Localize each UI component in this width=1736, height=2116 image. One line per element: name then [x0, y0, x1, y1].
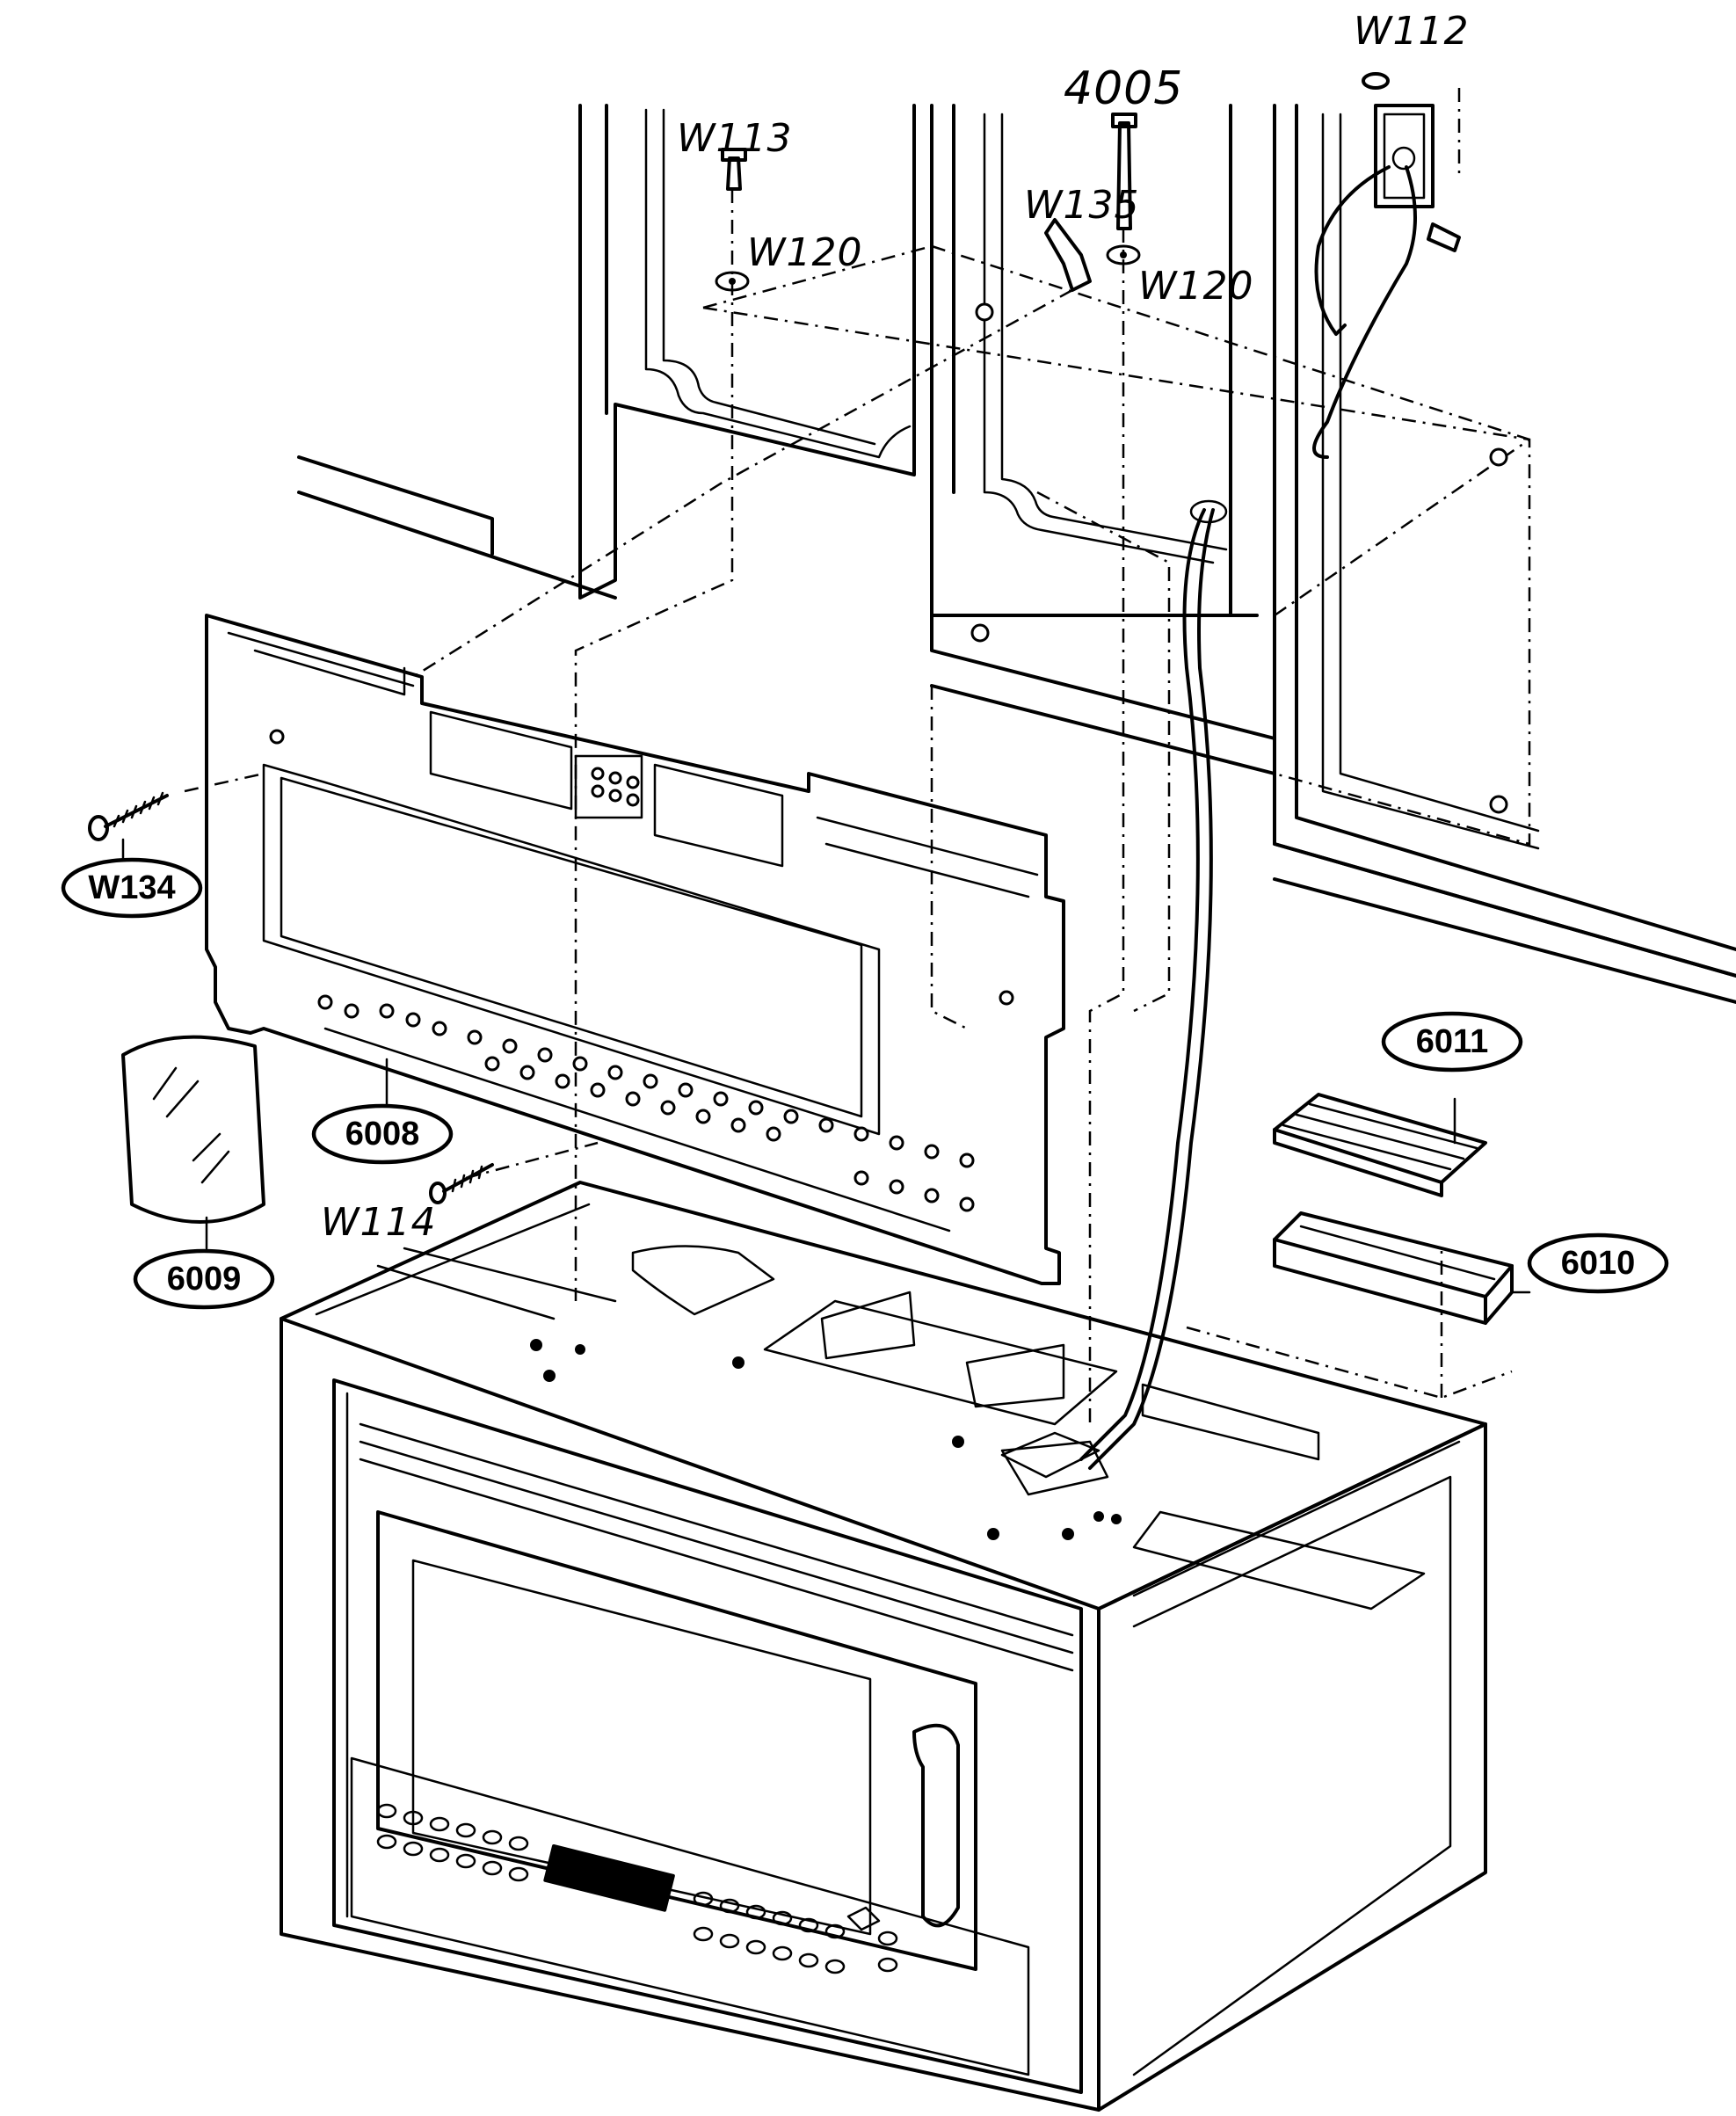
screw-w114 — [429, 1163, 494, 1204]
toggle-bolt-w135 — [1044, 218, 1092, 292]
microwave-oven — [280, 1181, 1487, 2112]
callout-6009-text: 6009 — [167, 1261, 242, 1298]
callout-6010: 6010 — [1527, 1233, 1669, 1294]
callout-w134-text: W134 — [88, 869, 175, 906]
power-cord — [1079, 499, 1228, 1470]
wall-cabinet — [297, 88, 1736, 1004]
label-w114: W114 — [321, 1200, 437, 1245]
screw-w113 — [721, 148, 747, 191]
label-w113: W113 — [677, 116, 793, 161]
vent-cover-6011 — [1273, 1093, 1487, 1197]
label-w120-left: W120 — [747, 230, 863, 275]
callout-6011: 6011 — [1381, 1011, 1523, 1073]
mounting-plate-6008 — [205, 614, 1065, 1285]
callout-6010-text: 6010 — [1561, 1245, 1636, 1282]
screw-w112 — [1362, 72, 1390, 90]
vent-holes — [591, 767, 640, 807]
power-outlet — [1312, 104, 1461, 459]
screw-w134 — [88, 791, 169, 868]
damper-6010 — [1273, 1211, 1531, 1325]
label-w120-right: W120 — [1138, 264, 1254, 309]
plate-holes — [269, 729, 1014, 1212]
label-4005: 4005 — [1064, 62, 1183, 115]
callout-6011-text: 6011 — [1416, 1023, 1488, 1060]
screw-4005 — [1111, 113, 1137, 230]
callout-6008-text: 6008 — [345, 1116, 420, 1153]
washer-w120-right — [1106, 244, 1141, 265]
parts-bag-6009 — [121, 1035, 265, 1250]
label-w112: W112 — [1354, 9, 1470, 54]
callout-6009: 6009 — [133, 1248, 275, 1310]
callout-w134: W134 — [61, 857, 203, 919]
label-w135: W135 — [1024, 183, 1140, 228]
callout-6008: 6008 — [311, 1058, 454, 1165]
alignment-lines — [184, 189, 1513, 1424]
control-buttons — [376, 1803, 898, 1974]
